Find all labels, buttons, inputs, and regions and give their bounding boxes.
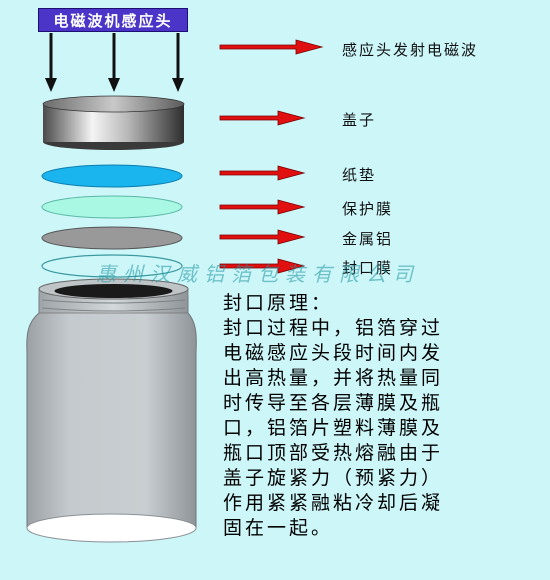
principle-line: 固在一起。 bbox=[223, 517, 334, 539]
paper-pad-layer bbox=[41, 164, 183, 188]
principle-line: 出高热量，并将热量同 bbox=[223, 367, 444, 389]
principle-line: 盖子旋紧力（预紧力） bbox=[223, 467, 444, 489]
label-cap: 盖子 bbox=[342, 111, 377, 129]
label-protective-film: 保护膜 bbox=[342, 200, 394, 218]
sealing-principle-text: 封口原理： 封口过程中，铝箔穿过 电磁感应头段时间内发 出高热量，并将热量同 时… bbox=[223, 291, 513, 541]
jar-illustration bbox=[26, 278, 197, 543]
principle-title: 封口原理： bbox=[223, 292, 334, 314]
label-emit-electromagnetic: 感应头发射电磁波 bbox=[342, 41, 479, 59]
down-arrows bbox=[45, 33, 184, 92]
label-sealing-film: 封口膜 bbox=[342, 259, 394, 277]
protective-film-layer bbox=[41, 195, 183, 219]
sealing-film-layer bbox=[41, 254, 183, 278]
cap-illustration bbox=[42, 95, 185, 150]
label-paper-pad: 纸垫 bbox=[342, 166, 377, 184]
principle-line: 口，铝箔片塑料薄膜及 bbox=[223, 417, 444, 439]
label-aluminum: 金属铝 bbox=[342, 230, 394, 248]
principle-line: 封口过程中，铝箔穿过 bbox=[223, 317, 444, 339]
induction-head-label: 电磁波机感应头 bbox=[38, 8, 188, 32]
aluminum-layer bbox=[41, 226, 183, 250]
principle-line: 电磁感应头段时间内发 bbox=[223, 342, 444, 364]
red-arrows bbox=[219, 39, 324, 274]
company-watermark: 惠州汉威铝箔包装有限公司 bbox=[96, 262, 420, 286]
principle-line: 时传导至各层薄膜及瓶 bbox=[223, 392, 444, 414]
principle-line: 作用紧紧融粘冷却后凝 bbox=[223, 492, 444, 514]
principle-line: 瓶口顶部受热熔融由于 bbox=[223, 442, 444, 464]
